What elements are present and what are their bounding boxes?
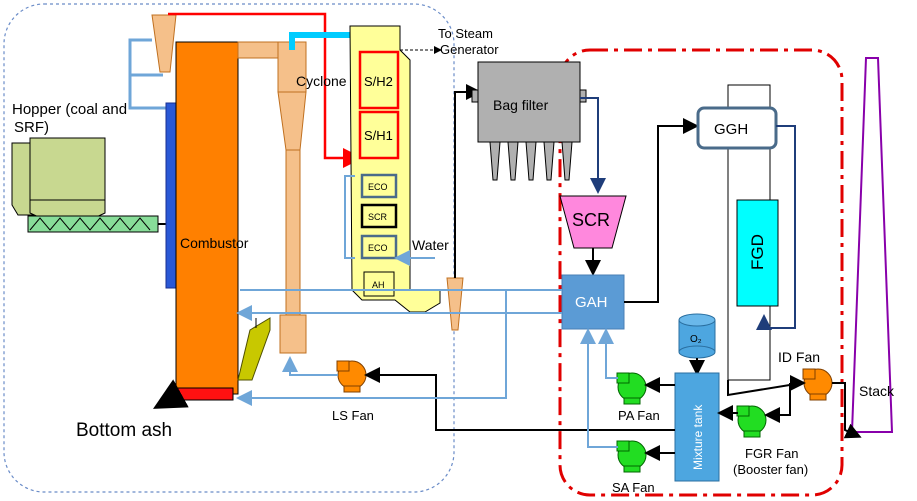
fgd-label: FGD [748, 234, 767, 270]
boiler-scr [360, 203, 398, 229]
ls-fan-label: LS Fan [332, 408, 374, 423]
gas-gas-heater [696, 106, 778, 150]
bag-filter-label: Bag filter [493, 97, 549, 113]
flue-to-bagfilter-line [454, 84, 482, 278]
fgr-fan-label-1: FGR Fan [745, 446, 798, 461]
pa-to-gah-line [598, 328, 618, 379]
fgr-return-line [364, 367, 675, 431]
scr-big-label: SCR [572, 210, 610, 230]
sa-fan-label: SA Fan [612, 480, 655, 495]
combustor [175, 41, 239, 395]
economizer-1 [360, 173, 398, 199]
cyclone-label: Cyclone [296, 73, 347, 89]
idfan-to-stack-line [832, 382, 862, 439]
air-heater [363, 271, 395, 297]
ls-fan-line [282, 356, 338, 376]
hopper-label-2: SRF) [14, 119, 49, 136]
ls-fan [336, 360, 367, 393]
gas-air-heater [561, 274, 625, 330]
superheater-1 [358, 110, 400, 160]
ggh-label: GGH [714, 121, 748, 138]
loop-seal-return-line [128, 38, 163, 77]
bottom-ash-outlet [176, 387, 234, 401]
id-fan-label: ID Fan [778, 349, 820, 365]
bottom-ash-label: Bottom ash [76, 420, 172, 441]
combustor-label: Combustor [180, 235, 249, 251]
coal-srf-hopper [11, 137, 106, 221]
gah-to-ggh-line [624, 118, 699, 303]
fgr-fan [736, 405, 767, 438]
eco2-label: ECO [368, 243, 388, 253]
id-fan [802, 368, 833, 401]
superheater-2 [358, 50, 400, 110]
scr-small-label: SCR [368, 212, 388, 222]
stack-label: Stack [859, 383, 895, 399]
top-small-cyclone [151, 14, 177, 73]
sh2-label: S/H2 [364, 74, 393, 89]
heat-recovery-backpass [349, 25, 441, 313]
superheater-red-line [168, 12, 363, 168]
gah-label: GAH [575, 294, 608, 311]
cyclone-outlet-pipe [289, 32, 358, 50]
mixture-tank [674, 372, 720, 482]
boiler-outlet-cyclone [446, 277, 464, 331]
bagfilter-to-scr-line [580, 97, 606, 194]
ggh-fgd-loop [756, 125, 796, 330]
ggh-to-idfan-line [727, 380, 803, 397]
hopper-label-1: Hopper (coal and [12, 101, 127, 118]
flue-gas-boundary [558, 48, 844, 497]
eco1-label: ECO [368, 182, 388, 192]
sa-to-gah-line [580, 328, 618, 448]
stack [850, 57, 894, 433]
o2-label: O₂ [690, 334, 702, 345]
loop-seal [237, 317, 271, 381]
cyclone [277, 41, 307, 354]
screw-feeder [27, 215, 159, 233]
ah-label: AH [372, 280, 385, 290]
flue-gas-desulfurizer [736, 199, 779, 307]
fgr-fan-label-2: (Booster fan) [733, 462, 808, 477]
sh1-label: S/H1 [364, 128, 393, 143]
economizer-2 [360, 234, 398, 260]
bag-filter [471, 61, 587, 181]
scr-reactor [559, 195, 627, 249]
water-label: Water [412, 237, 449, 253]
pa-fan-label: PA Fan [618, 408, 660, 423]
mixture-tank-label: Mixture tank [691, 404, 705, 470]
sa-fan [616, 440, 647, 473]
steam-generator-label: Generator [440, 42, 499, 57]
oxygen-tank [678, 313, 716, 359]
to-steam-label: To Steam [438, 26, 493, 41]
pa-fan [616, 372, 647, 405]
